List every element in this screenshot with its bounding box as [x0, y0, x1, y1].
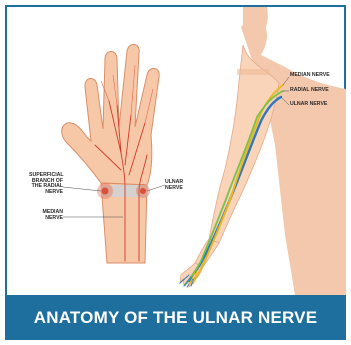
- label-superficial-branch: SUPERFICIAL BRANCH OF THE RADIAL NERVE: [29, 173, 63, 195]
- hand-illustration: [62, 44, 165, 263]
- radial-branch-core: [102, 188, 109, 195]
- label-ulnar-nerve-arm: ULNAR NERVE: [290, 102, 327, 108]
- label-median-nerve-arm: MEDIAN NERVE: [290, 73, 330, 79]
- infographic-card: MEDIAN NERVE RADIAL NERVE ULNAR NERVE SU…: [5, 5, 346, 340]
- label-median-nerve-hand: MEDIAN NERVE: [29, 210, 63, 221]
- label-ulnar-nerve-hand: ULNAR NERVE: [165, 180, 191, 191]
- shoulder-shadow: [237, 69, 269, 75]
- arm-illustration: [180, 7, 346, 295]
- leader-superficial: [63, 187, 101, 191]
- title-banner: ANATOMY OF THE ULNAR NERVE: [5, 295, 346, 340]
- leader-ulnar-hand: [147, 185, 165, 191]
- label-radial-nerve-arm: RADIAL NERVE: [290, 88, 329, 94]
- anatomy-illustration: [5, 5, 346, 295]
- ulnar-core: [140, 188, 146, 194]
- banner-title: ANATOMY OF THE ULNAR NERVE: [34, 308, 318, 328]
